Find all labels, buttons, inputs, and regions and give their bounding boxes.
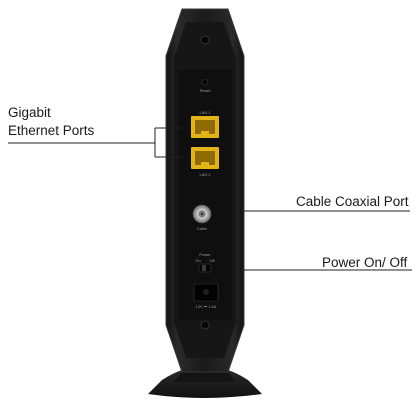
dc-in-label: 12V ⎓ 1.5A: [196, 304, 217, 309]
bottom-screw-icon: [200, 320, 210, 330]
power-off-label: Off: [209, 258, 215, 263]
leader-lines: [8, 127, 412, 271]
modem-body: [165, 8, 245, 373]
top-screw-icon: [200, 35, 210, 45]
power-switch-label: Power On/ Off: [322, 255, 408, 270]
lan2-label: LAN 2: [199, 172, 211, 177]
reset-button: Reset: [200, 78, 211, 93]
ethernet-leader-line: [8, 127, 182, 158]
cable-label: Cable: [197, 226, 208, 231]
lan1-port: LAN 1: [191, 110, 219, 138]
dc-power-input: 12V ⎓ 1.5A: [193, 283, 219, 309]
ethernet-ports-label: Gigabit Ethernet Ports: [8, 104, 94, 140]
power-on-label: On: [195, 258, 200, 263]
power-switch: Power On Off: [195, 252, 216, 273]
ethernet-label-line2: Ethernet Ports: [8, 123, 95, 138]
coax-port: Cable: [192, 204, 212, 231]
lan2-port: LAN 2: [191, 147, 219, 177]
reset-label: Reset: [200, 88, 211, 93]
lan1-label: LAN 1: [199, 110, 211, 115]
power-switch-title: Power: [199, 252, 211, 257]
ethernet-label-line1: Gigabit: [8, 105, 51, 120]
coax-port-label: Cable Coaxial Port: [296, 194, 409, 209]
